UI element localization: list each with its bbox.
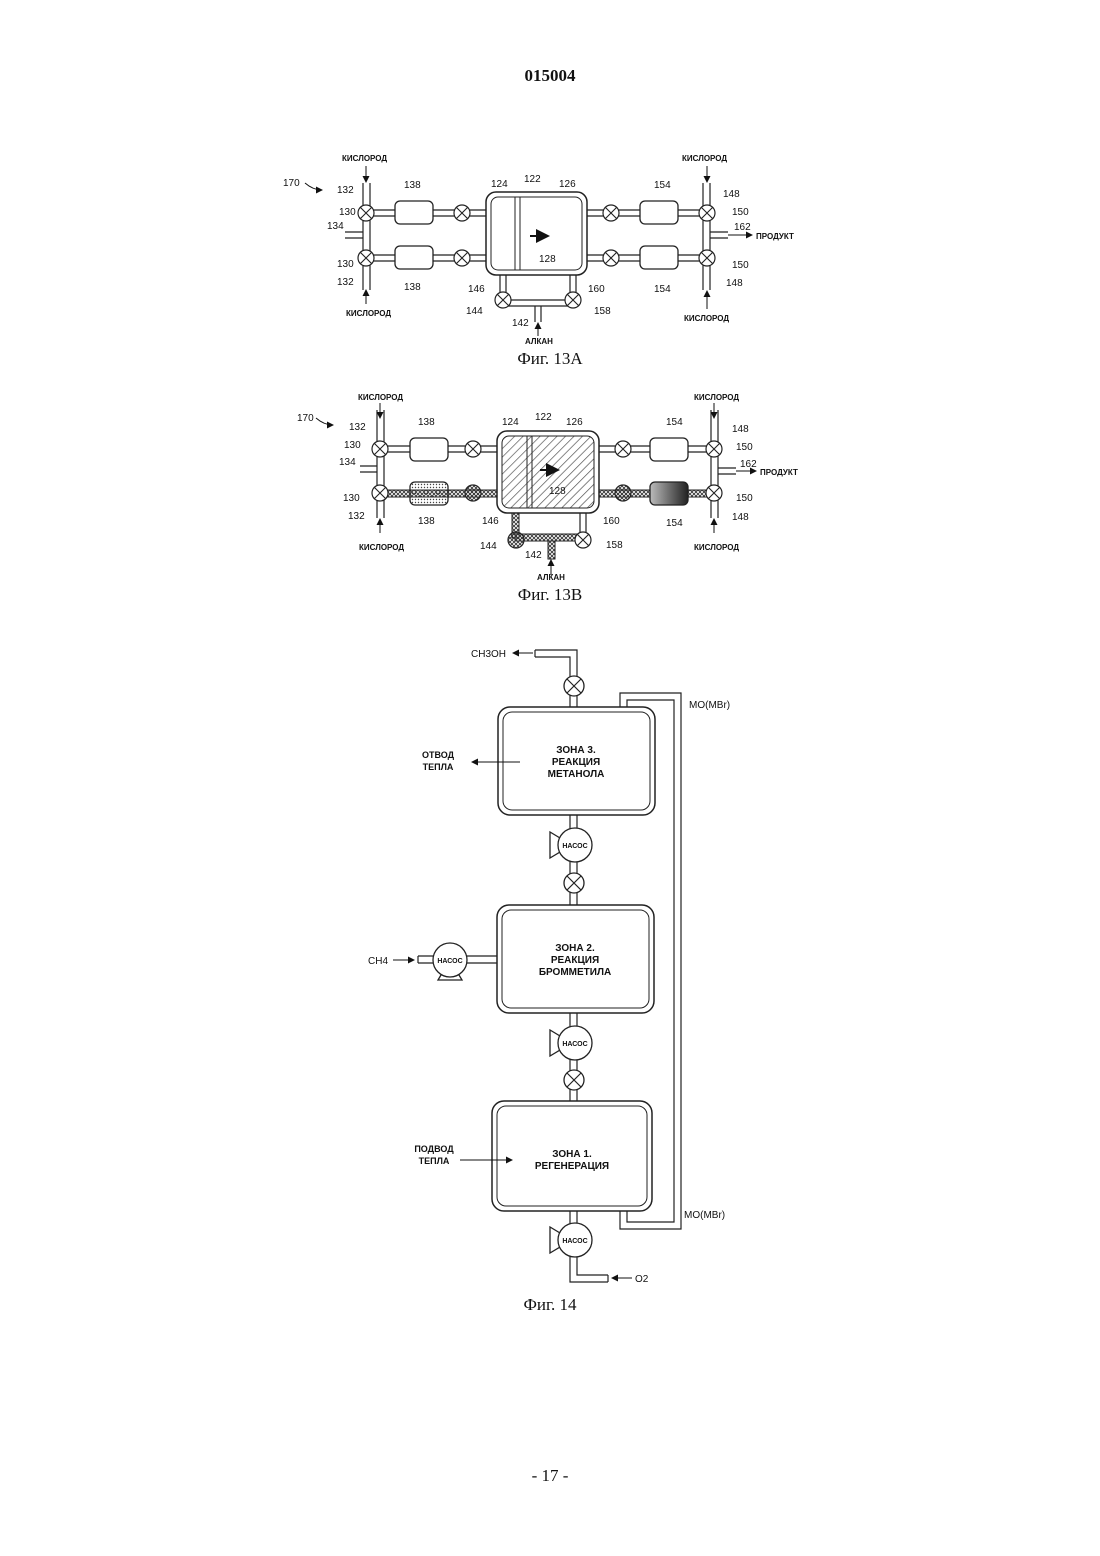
ref-number: 160 xyxy=(603,516,620,527)
oxygen-label: КИСЛОРОД xyxy=(342,154,387,163)
figure-caption: Фиг. 13А xyxy=(517,349,583,368)
pump-label: НАСОС xyxy=(562,843,587,850)
ref-number: 150 xyxy=(736,493,753,504)
oxygen-label: КИСЛОРОД xyxy=(684,314,729,323)
zone3-title: МЕТАНОЛА xyxy=(548,769,605,780)
ref-number: 130 xyxy=(337,259,354,270)
o2-label: O2 xyxy=(635,1274,649,1285)
oxygen-label: КИСЛОРОД xyxy=(346,309,391,318)
recycle-label-top: MO(MBr) xyxy=(689,700,730,711)
alkane-label: АЛКАН xyxy=(537,573,565,582)
ref-number: 134 xyxy=(339,457,356,468)
zone2-title: РЕАКЦИЯ xyxy=(551,955,599,966)
zone1-title: ЗОНА 1. xyxy=(552,1149,592,1160)
figure-14: НАСОС НАСОС НАСОС НАСОС CH3OH CH4 O2 MO(… xyxy=(368,649,730,1314)
figure-caption: Фиг. 14 xyxy=(523,1295,577,1314)
oxygen-label: КИСЛОРОД xyxy=(358,393,403,402)
ref-number: 160 xyxy=(588,284,605,295)
pump-label: НАСОС xyxy=(562,1041,587,1048)
ref-number: 158 xyxy=(594,306,611,317)
product-label: ПРОДУКТ xyxy=(760,468,798,477)
zone3-title: ЗОНА 3. xyxy=(556,745,596,756)
ref-number: 130 xyxy=(344,440,361,451)
ch3oh-label: CH3OH xyxy=(471,649,506,660)
ref-number: 138 xyxy=(404,180,421,191)
ref-number: 170 xyxy=(283,178,300,189)
heat-out-label: ОТВОД xyxy=(422,750,455,760)
figure-13a: КИСЛОРОД КИСЛОРОД КИСЛОРОД КИСЛОРОД ПРОД… xyxy=(283,154,794,368)
ref-number: 122 xyxy=(535,412,552,423)
ref-number: 170 xyxy=(297,413,314,424)
pump-label: НАСОС xyxy=(437,958,462,965)
ref-number: 146 xyxy=(468,284,485,295)
ref-number: 130 xyxy=(343,493,360,504)
ch4-label: CH4 xyxy=(368,956,388,967)
heat-in-label: ТЕПЛА xyxy=(419,1156,450,1166)
zone1-title: РЕГЕНЕРАЦИЯ xyxy=(535,1161,609,1172)
ref-number: 138 xyxy=(418,417,435,428)
zone2-title: ЗОНА 2. xyxy=(555,943,595,954)
ref-number: 150 xyxy=(732,260,749,271)
oxygen-label: КИСЛОРОД xyxy=(694,393,739,402)
ref-number: 126 xyxy=(566,417,583,428)
oxygen-label: КИСЛОРОД xyxy=(694,543,739,552)
ref-number: 158 xyxy=(606,540,623,551)
pump-label: НАСОС xyxy=(562,1238,587,1245)
alkane-label: АЛКАН xyxy=(525,337,553,346)
ref-number: 142 xyxy=(512,318,529,329)
figure-13b: КИСЛОРОД КИСЛОРОД КИСЛОРОД КИСЛОРОД ПРОД… xyxy=(297,393,798,604)
ref-number: 124 xyxy=(491,179,508,190)
ref-number: 138 xyxy=(404,282,421,293)
ref-number: 138 xyxy=(418,516,435,527)
oxygen-label: КИСЛОРОД xyxy=(359,543,404,552)
ref-number: 154 xyxy=(666,518,683,529)
ref-number: 144 xyxy=(466,306,483,317)
ref-number: 154 xyxy=(654,180,671,191)
ref-number: 154 xyxy=(654,284,671,295)
ref-number: 148 xyxy=(726,278,743,289)
zone3-title: РЕАКЦИЯ xyxy=(552,757,600,768)
ref-number: 148 xyxy=(723,189,740,200)
ref-number: 154 xyxy=(666,417,683,428)
ref-number: 124 xyxy=(502,417,519,428)
heat-out-label: ТЕПЛА xyxy=(423,762,454,772)
ref-number: 162 xyxy=(734,222,751,233)
ref-number: 162 xyxy=(740,459,757,470)
ref-number: 146 xyxy=(482,516,499,527)
ref-number: 144 xyxy=(480,541,497,552)
ref-number: 148 xyxy=(732,512,749,523)
zone2-title: БРОММЕТИЛА xyxy=(539,967,611,978)
ref-number: 126 xyxy=(559,179,576,190)
ref-number: 122 xyxy=(524,174,541,185)
ref-number: 150 xyxy=(732,207,749,218)
oxygen-label: КИСЛОРОД xyxy=(682,154,727,163)
ref-number: 148 xyxy=(732,424,749,435)
ref-number: 134 xyxy=(327,221,344,232)
ref-number: 142 xyxy=(525,550,542,561)
ref-number: 150 xyxy=(736,442,753,453)
heat-in-label: ПОДВОД xyxy=(414,1144,454,1154)
ref-number: 130 xyxy=(339,207,356,218)
ref-number: 132 xyxy=(337,185,354,196)
ref-number: 132 xyxy=(337,277,354,288)
page-footer: - 17 - xyxy=(0,1466,1100,1486)
recycle-label-bottom: MO(MBr) xyxy=(684,1210,725,1221)
ref-number: 132 xyxy=(349,422,366,433)
ref-number: 132 xyxy=(348,511,365,522)
ref-number: 128 xyxy=(539,254,556,265)
product-label: ПРОДУКТ xyxy=(756,232,794,241)
ref-number: 128 xyxy=(549,486,566,497)
figure-caption: Фиг. 13В xyxy=(518,585,582,604)
